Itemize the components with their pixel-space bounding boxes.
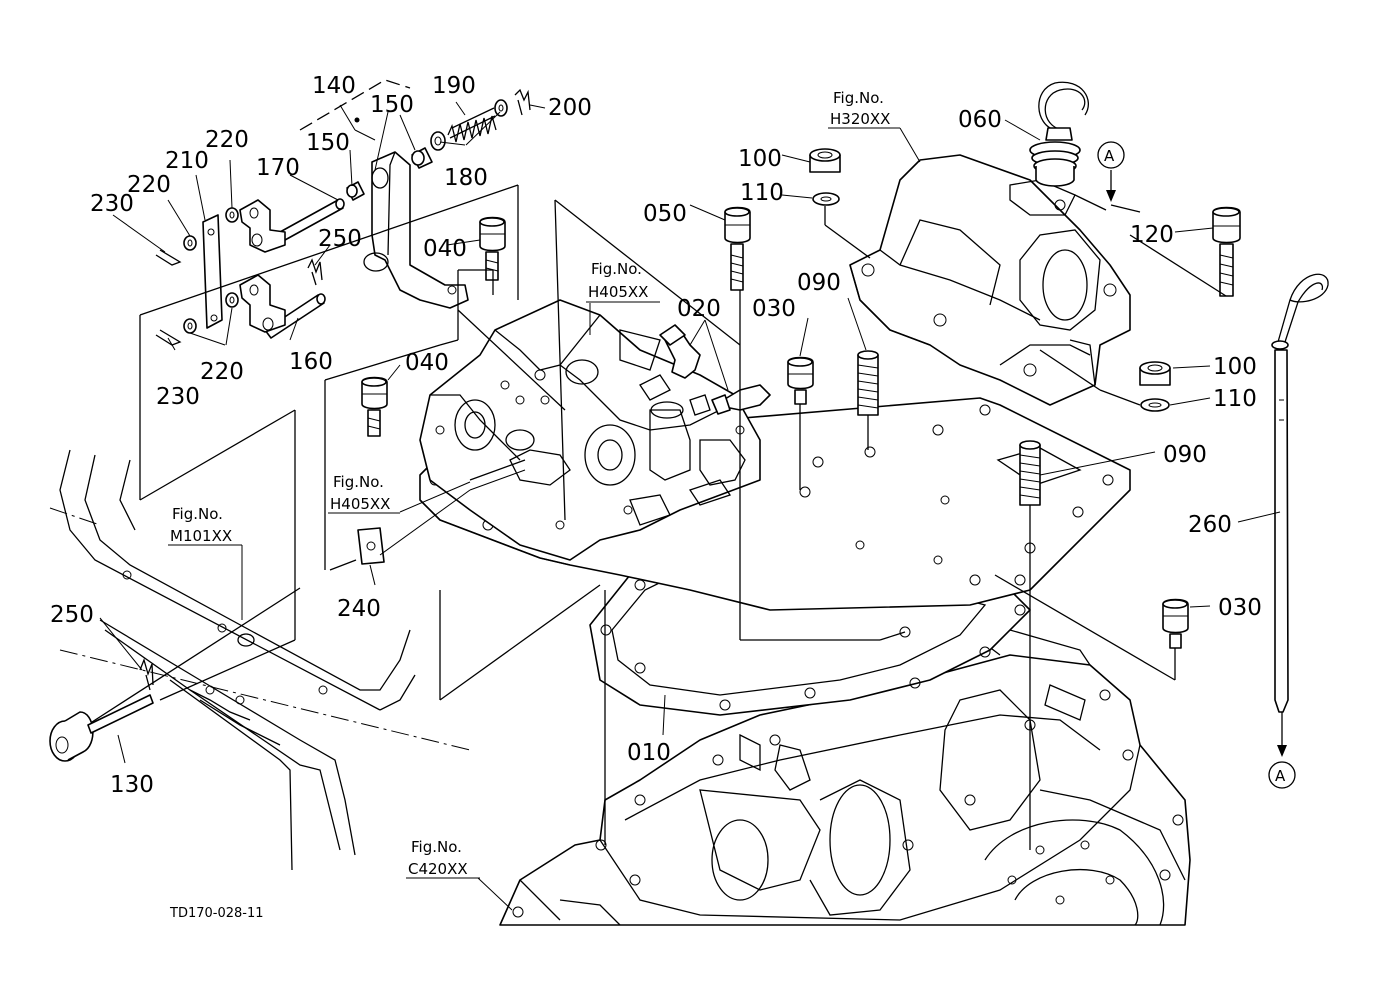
label-010: 010 [627,740,671,766]
drawing-code: TD170-028-11 [169,906,264,921]
label-030-b: 030 [1218,595,1262,621]
label-190: 190 [432,73,476,99]
nut-100-upper [809,148,841,173]
label-030-a: 030 [752,296,796,322]
filler-plug-060 [1029,81,1090,187]
elbow-fittings-020 [659,324,771,415]
label-120: 120 [1130,222,1174,248]
nut-100-right [1139,361,1171,386]
dipstick-260 [1271,273,1329,713]
label-110-a: 110 [740,180,784,206]
reference-marks: A A [1097,141,1296,789]
washer-110-right [1140,398,1170,412]
side-panel [59,449,416,871]
fig-ref-m101-prefix: Fig.No. [172,505,223,523]
label-090-a: 090 [797,270,841,296]
bolt-040-lower [361,376,388,437]
washer-180 [430,131,446,151]
stud-090-right [1019,440,1041,506]
label-180: 180 [444,165,488,191]
bolt-030-upper [787,356,814,405]
label-240: 240 [337,596,381,622]
ref-mark-a-top: A [1104,147,1115,165]
snap-pin-250-upper [307,258,323,286]
label-210: 210 [165,148,209,174]
ref-mark-a-bottom: A [1275,767,1286,785]
stud-090-left [857,350,879,416]
fig-ref-h405-b-prefix: Fig.No. [333,473,384,491]
fig-ref-h405-a-code: H405XX [588,283,648,301]
link-arm-lower [239,274,286,333]
bushing-150-a [346,181,365,201]
fig-ref-c420-code: C420XX [408,860,468,878]
label-020: 020 [677,296,721,322]
figure-references: Fig.No. H320XX Fig.No. H405XX Fig.No. H4… [168,89,900,879]
plate-240 [357,527,385,565]
part-number-labels: 140 190 200 150 150 220 210 170 180 220 … [50,73,1262,798]
label-220-a: 220 [205,127,249,153]
snap-pin-200 [514,88,531,116]
spring-190 [447,107,497,143]
washer-180-b [494,99,508,117]
label-090-b: 090 [1163,442,1207,468]
bolt-120 [1212,206,1241,297]
fig-ref-h320-prefix: Fig.No. [833,89,884,107]
fig-ref-c420-prefix: Fig.No. [411,838,462,856]
label-220-c: 220 [200,359,244,385]
knob-bolt-130 [49,694,154,762]
bolt-040-upper [479,216,506,281]
label-130: 130 [110,772,154,798]
washer-110-upper [812,192,840,206]
fig-ref-h405-b-code: H405XX [330,495,390,513]
label-140: 140 [312,73,356,99]
label-230-b: 230 [156,384,200,410]
label-250-b: 250 [50,602,94,628]
label-200: 200 [548,95,592,121]
bushing-150-b [411,147,433,169]
label-050: 050 [643,201,687,227]
label-100-b: 100 [1213,354,1257,380]
label-100-a: 100 [738,146,782,172]
bolt-030-lower [1162,598,1189,649]
label-040-b: 040 [405,350,449,376]
label-150-a: 150 [370,92,414,118]
label-160: 160 [289,349,333,375]
fig-ref-h405-a-prefix: Fig.No. [591,260,642,278]
label-230-a: 230 [90,191,134,217]
label-150-b: 150 [306,130,350,156]
label-060: 060 [958,107,1002,133]
cotter-pins-230 [155,249,182,346]
fig-ref-h320-code: H320XX [830,110,890,128]
fig-ref-m101-code: M101XX [170,527,232,545]
plate-210 [202,214,223,329]
snap-pin-250-lower [139,657,154,691]
bolt-050 [724,206,751,291]
leader-lines [49,79,1287,911]
label-040-a: 040 [423,236,467,262]
lift-housing [849,154,1131,406]
label-110-b: 110 [1213,386,1257,412]
label-170: 170 [256,155,300,181]
label-260: 260 [1188,512,1232,538]
lever-bracket-140 [363,151,469,309]
label-220-b: 220 [127,172,171,198]
link-arm-upper [239,199,286,253]
label-250-a: 250 [318,226,362,252]
